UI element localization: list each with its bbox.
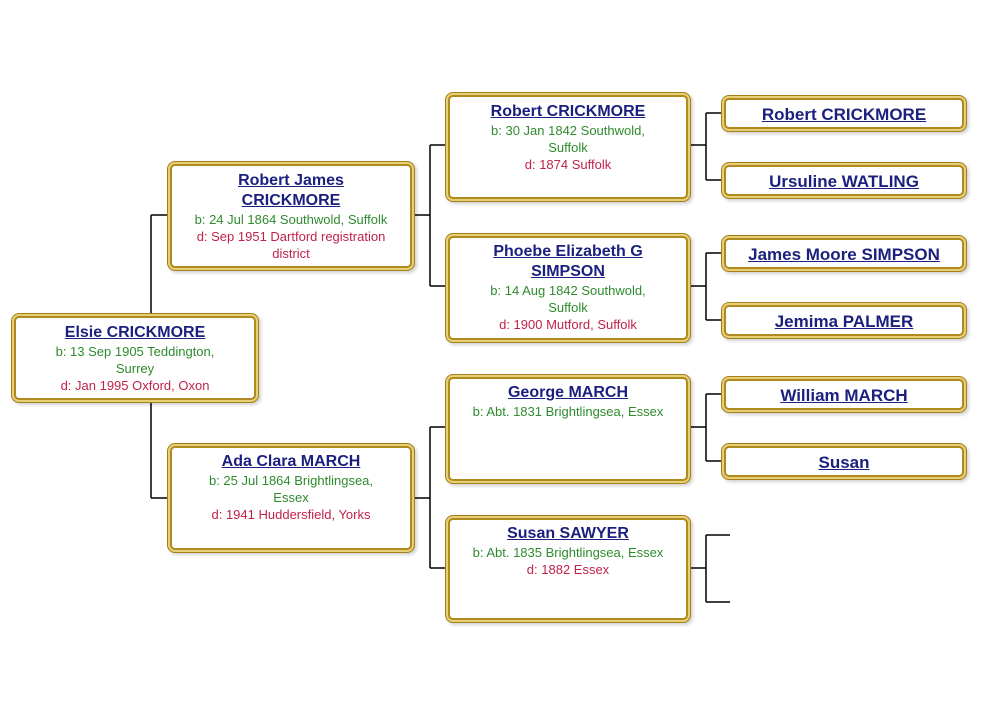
death-info: d: Jan 1995 Oxford, Oxon [60,378,210,393]
person-card-robert-crickmore-1842[interactable]: Robert CRICKMORE b: 30 Jan 1842 Southwol… [448,95,688,199]
connector-robert-1842 [688,112,724,181]
connector-phoebe [688,252,724,321]
person-name[interactable]: Ursuline WATLING [769,172,919,191]
person-card-susan-sawyer[interactable]: Susan SAWYER b: Abt. 1835 Brightlingsea,… [448,518,688,620]
birth-info: b: Abt. 1831 Brightlingsea, Essex [472,404,664,419]
person-name[interactable]: Robert James CRICKMORE [238,172,344,209]
person-card-ada-clara-march[interactable]: Ada Clara MARCH b: 25 Jul 1864 Brightlin… [170,446,412,550]
person-name[interactable]: Elsie CRICKMORE [64,324,206,341]
person-name[interactable]: Robert CRICKMORE [490,103,646,120]
death-info: d: 1874 Suffolk [524,157,612,172]
person-name[interactable]: Jemima PALMER [774,312,914,331]
person-name[interactable]: George MARCH [507,384,628,401]
person-card-william-march[interactable]: William MARCH [724,379,964,410]
person-name[interactable]: Phoebe Elizabeth G SIMPSON [493,243,643,280]
person-card-susan[interactable]: Susan [724,446,964,477]
birth-info: b: 14 Aug 1842 Southwold, Suffolk [490,283,646,315]
birth-info: b: 25 Jul 1864 Brightlingsea, Essex [208,473,374,505]
connector-susan-sawyer [688,534,730,603]
person-name[interactable]: James Moore SIMPSON [748,245,940,264]
person-card-elsie-crickmore[interactable]: Elsie CRICKMORE b: 13 Sep 1905 Teddingto… [14,316,256,400]
person-name[interactable]: Susan [818,453,870,472]
connector-george [688,393,724,462]
person-card-james-moore-simpson[interactable]: James Moore SIMPSON [724,238,964,269]
birth-info: b: 24 Jul 1864 Southwold, Suffolk [194,212,388,227]
person-name[interactable]: Robert CRICKMORE [761,105,927,124]
birth-info: b: 30 Jan 1842 Southwold, Suffolk [491,123,645,155]
person-card-robert-crickmore-gen4[interactable]: Robert CRICKMORE [724,98,964,129]
person-name[interactable]: Susan SAWYER [507,525,629,542]
death-info: d: 1900 Mutford, Suffolk [499,317,637,332]
person-card-robert-james-crickmore[interactable]: Robert James CRICKMORE b: 24 Jul 1864 So… [170,164,412,268]
connector-robert-james [412,144,448,287]
person-card-george-march[interactable]: George MARCH b: Abt. 1831 Brightlingsea,… [448,377,688,481]
person-card-ursuline-watling[interactable]: Ursuline WATLING [724,165,964,196]
death-info: d: 1941 Huddersfield, Yorks [211,507,371,522]
birth-info: b: 13 Sep 1905 Teddington, Surrey [55,344,215,376]
person-name[interactable]: William MARCH [780,386,908,405]
person-card-jemima-palmer[interactable]: Jemima PALMER [724,305,964,336]
death-info: d: 1882 Essex [526,562,610,577]
person-name[interactable]: Ada Clara MARCH [221,453,361,470]
person-card-phoebe-elizabeth-g-simpson[interactable]: Phoebe Elizabeth G SIMPSON b: 14 Aug 184… [448,236,688,340]
birth-info: b: Abt. 1835 Brightlingsea, Essex [472,545,664,560]
connector-ada-clara [412,426,448,569]
death-info: d: Sep 1951 Dartford registration distri… [196,229,386,261]
